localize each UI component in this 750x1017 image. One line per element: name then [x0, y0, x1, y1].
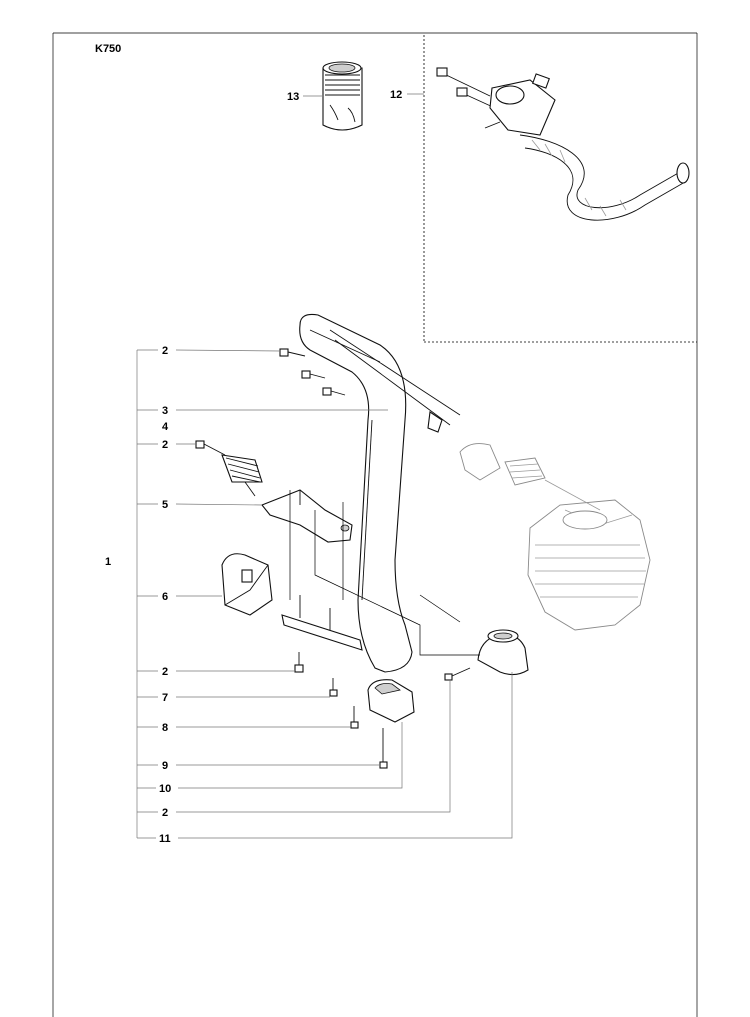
callout-10: 10	[159, 783, 171, 795]
callout-11: 11	[159, 833, 171, 845]
bottom-plate	[281, 595, 363, 651]
callout-7: 7	[162, 692, 168, 704]
callout-1: 1	[105, 556, 111, 568]
callout-4: 4	[162, 421, 169, 433]
bracket-icon	[261, 489, 353, 543]
handle-bar-icon	[299, 313, 461, 673]
fuel-filter-icon	[322, 61, 363, 131]
callout-2-lower: 2	[162, 666, 168, 678]
callout-labels: 13 12 1 2 3 4 2 5 6 2 7 8 9 10 2 11	[105, 89, 402, 845]
page-frame	[52, 32, 698, 1017]
inset-box	[423, 35, 697, 343]
callout-3: 3	[162, 405, 168, 417]
callout-8: 8	[162, 722, 168, 734]
callout-13: 13	[287, 91, 299, 103]
fuel-hose-icon	[436, 67, 690, 221]
callout-2-top: 2	[162, 345, 168, 357]
callout-2-spring: 2	[162, 439, 168, 451]
callout-6: 6	[162, 591, 168, 603]
spring-damper-icon	[195, 440, 263, 497]
leader-lines	[136, 93, 513, 839]
model-name: K750	[95, 43, 121, 55]
callout-2-bottom: 2	[162, 807, 168, 819]
screw-icon	[279, 348, 346, 396]
callout-9: 9	[162, 760, 168, 772]
callout-5: 5	[162, 499, 168, 511]
callout-12: 12	[390, 89, 402, 101]
cap-icon	[477, 629, 529, 676]
buffer-block-icon	[367, 679, 415, 723]
rubber-buffer-icon	[221, 553, 273, 616]
engine-cylinder-icon	[459, 443, 651, 631]
